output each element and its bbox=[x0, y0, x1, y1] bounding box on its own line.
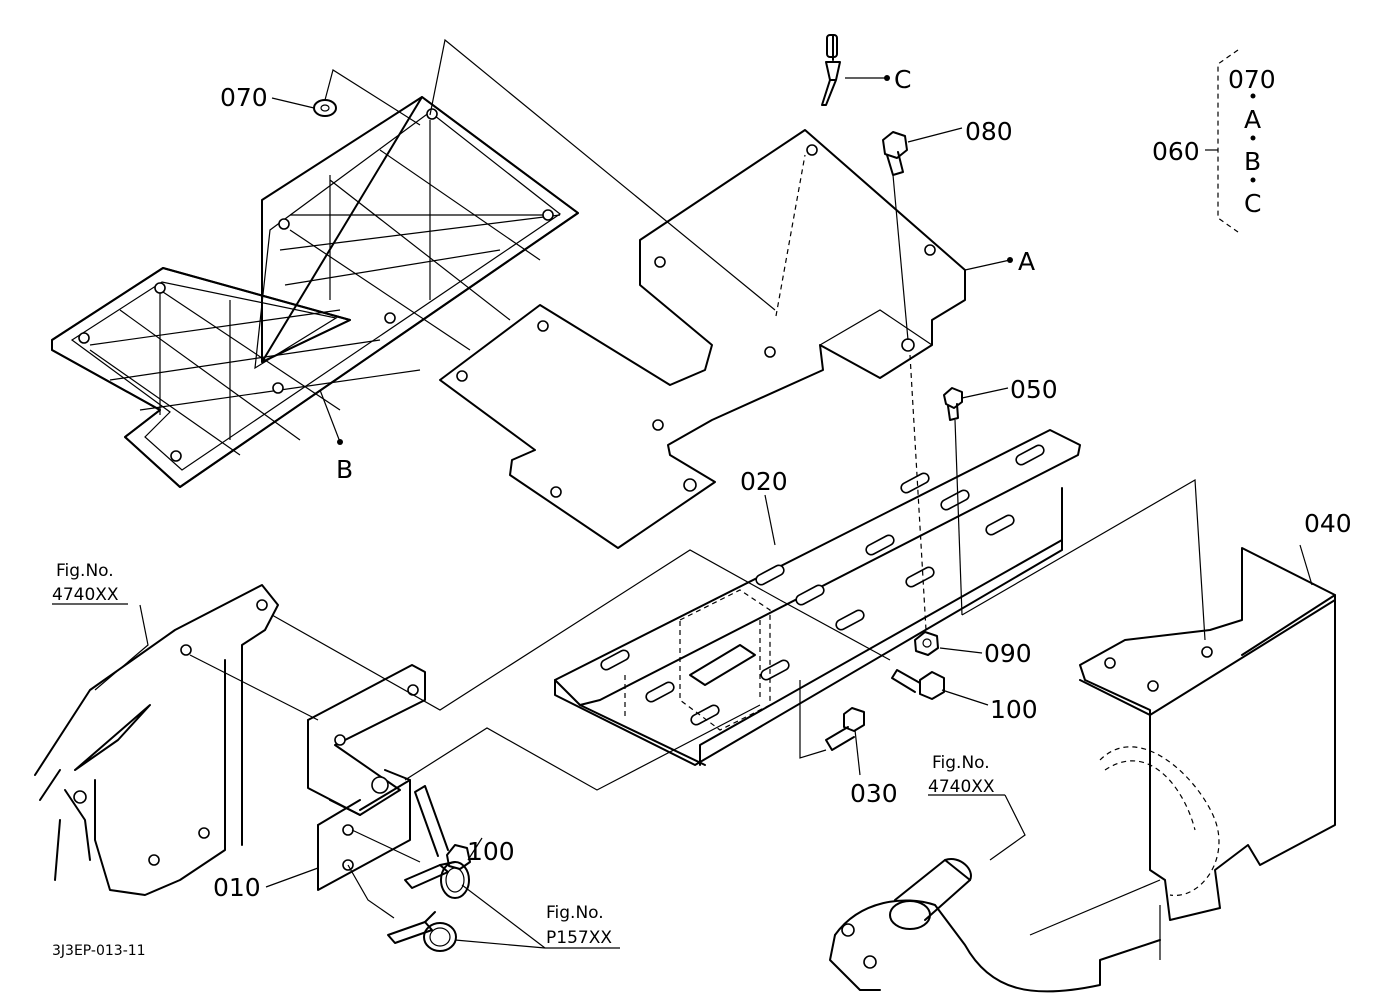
side-cover-040 bbox=[1079, 547, 1336, 921]
kit-legend-item-2: A bbox=[1244, 105, 1261, 134]
assembly-lines bbox=[189, 38, 1206, 919]
rivet-c bbox=[821, 34, 841, 106]
label-ref-a: A bbox=[1018, 247, 1035, 276]
label-100-left: 100 bbox=[467, 837, 515, 866]
fig-ref-right-number: 4740XX bbox=[928, 777, 995, 797]
fig-ref-bottom-number: P157XX bbox=[546, 928, 612, 948]
label-060: 060 bbox=[1152, 137, 1200, 166]
label-040: 040 bbox=[1304, 509, 1352, 538]
label-100-right: 100 bbox=[990, 695, 1038, 724]
callout-leaders bbox=[52, 75, 1313, 949]
label-ref-b: B bbox=[336, 455, 353, 484]
fig-ref-bottom-label: Fig.No. bbox=[546, 903, 604, 923]
label-020: 020 bbox=[740, 467, 788, 496]
slot-holes bbox=[600, 444, 1045, 726]
label-070: 070 bbox=[220, 83, 268, 112]
figure-references: Fig.No. 4740XX Fig.No. 4740XX Fig.No. P1… bbox=[52, 561, 995, 959]
bolt-080 bbox=[882, 131, 908, 176]
bolt-100-right bbox=[891, 669, 945, 700]
engine-assembly bbox=[829, 858, 1161, 993]
label-030: 030 bbox=[850, 779, 898, 808]
label-ref-c: C bbox=[894, 65, 911, 94]
label-080: 080 bbox=[965, 117, 1013, 146]
bolt-100-left bbox=[414, 785, 471, 870]
part-labels: 070 C 080 A B 050 020 040 090 100 030 10… bbox=[213, 65, 1352, 902]
channel-bracket-020 bbox=[554, 429, 1081, 766]
nut-090 bbox=[914, 631, 939, 656]
label-050: 050 bbox=[1010, 375, 1058, 404]
washer-070 bbox=[313, 99, 337, 117]
fig-ref-left-label: Fig.No. bbox=[56, 561, 114, 581]
label-090: 090 bbox=[984, 639, 1032, 668]
left-frame-assembly bbox=[34, 584, 279, 896]
floor-mat-part-b bbox=[51, 96, 579, 488]
hose-clamps bbox=[387, 861, 470, 952]
label-010: 010 bbox=[213, 873, 261, 902]
bolt-030 bbox=[825, 707, 865, 751]
kit-legend-bracket bbox=[1205, 49, 1256, 233]
cover-plate-part-a bbox=[439, 129, 966, 549]
drawing-code: 3J3EP-013-11 bbox=[52, 943, 146, 959]
kit-legend-item-1: 070 bbox=[1228, 65, 1276, 94]
bolt-050 bbox=[943, 387, 963, 421]
fig-ref-left-number: 4740XX bbox=[52, 585, 119, 605]
fig-ref-right-label: Fig.No. bbox=[932, 753, 990, 773]
kit-legend-item-3: B bbox=[1244, 147, 1261, 176]
kit-legend-item-4: C bbox=[1244, 189, 1261, 218]
